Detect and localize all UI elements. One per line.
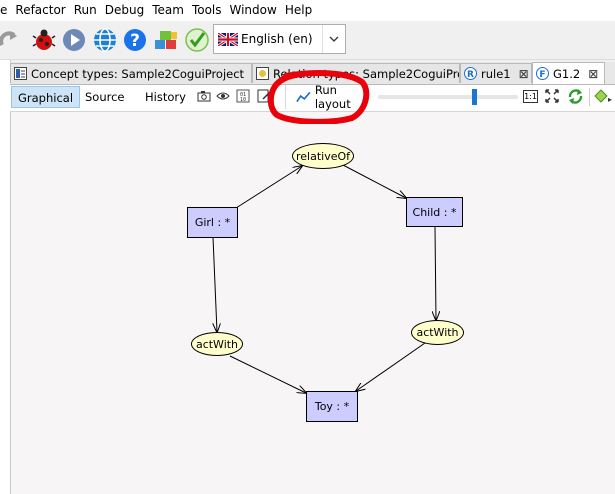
menu-bar: e Refactor Run Debug Team Tools Window H… <box>0 0 615 21</box>
run-play-icon[interactable] <box>61 27 87 53</box>
zoom-slider-track[interactable] <box>378 95 518 99</box>
view-eye-icon[interactable] <box>216 89 230 103</box>
close-icon[interactable]: ⊠ <box>518 66 529 81</box>
relation-types-icon <box>256 67 269 80</box>
redo-icon[interactable] <box>0 27 18 53</box>
run-layout-label: Run layout <box>314 83 351 111</box>
edge-relativeof-child <box>342 164 406 198</box>
blocks-icon[interactable] <box>153 27 179 53</box>
tab-history[interactable]: History <box>145 90 186 104</box>
svg-text:10: 10 <box>240 97 246 103</box>
menu-item-tools[interactable]: Tools <box>191 3 222 17</box>
concept-node-girl[interactable]: Girl : * <box>187 207 238 238</box>
relation-node-relative-of[interactable]: relativeOf <box>292 143 354 169</box>
help-icon[interactable]: ? <box>122 27 148 53</box>
rule-icon: R <box>464 67 477 80</box>
tab-label: Relation types: Sample2CoguiProject <box>273 66 459 81</box>
fit-to-screen-icon[interactable] <box>545 89 559 103</box>
tab-graphical[interactable]: Graphical <box>11 86 81 108</box>
globe-icon[interactable] <box>92 27 118 53</box>
editor-tab-bar: Concept types: Sample2CoguiProject ⊠ Rel… <box>10 62 615 85</box>
diamond-icon[interactable] <box>594 89 608 103</box>
edge-actwith-toy-right <box>356 342 426 391</box>
edge-child-actwith <box>435 226 436 320</box>
fact-icon: F <box>536 67 549 80</box>
zoom-1to1-button[interactable]: 1:1 <box>523 90 538 103</box>
tab-label: Concept types: Sample2CoguiProject <box>31 66 245 81</box>
menu-item-refactor[interactable]: Refactor <box>15 3 66 17</box>
layout-graph-icon <box>296 91 311 103</box>
toolbar-separator <box>589 88 590 106</box>
edge-girl-actwith <box>212 236 217 332</box>
left-panel <box>0 60 11 494</box>
svg-text:?: ? <box>130 31 140 51</box>
run-layout-button[interactable]: Run layout <box>285 83 372 111</box>
language-value: English (en) <box>241 32 313 46</box>
tab-label: G1.2 <box>553 66 581 81</box>
graph-canvas[interactable]: relativeOf Girl : * Child : * actWith ac… <box>11 112 615 494</box>
menu-item-debug[interactable]: Debug <box>104 3 145 17</box>
relation-node-act-with-left[interactable]: actWith <box>191 332 243 356</box>
concept-node-toy[interactable]: Toy : * <box>306 391 358 422</box>
concept-node-child[interactable]: Child : * <box>406 197 463 227</box>
tab-rule1[interactable]: R rule1 ⊠ <box>460 63 532 83</box>
tab-g1-2[interactable]: F G1.2 ⊠ <box>532 62 605 84</box>
edge-actwith-toy <box>229 355 306 393</box>
menu-item-file[interactable]: e <box>0 3 8 17</box>
toolbar-overflow-icon[interactable]: ▸ <box>608 95 613 104</box>
svg-text:01: 01 <box>240 92 246 98</box>
menu-item-run[interactable]: Run <box>73 3 97 17</box>
validate-check-icon[interactable] <box>184 27 210 53</box>
graph-edges <box>212 164 615 494</box>
tab-relation-types[interactable]: Relation types: Sample2CoguiProject ⊠ <box>252 63 460 83</box>
edge-girl-relativeof <box>235 166 302 209</box>
camera-icon[interactable] <box>197 89 211 103</box>
refresh-icon[interactable] <box>567 88 584 105</box>
relation-node-act-with-right[interactable]: actWith <box>411 320 464 345</box>
chevron-down-icon[interactable] <box>322 25 345 53</box>
close-icon[interactable]: ⊠ <box>588 66 599 81</box>
menu-item-help[interactable]: Help <box>284 3 313 17</box>
edit-icon[interactable] <box>257 89 271 103</box>
language-select[interactable]: English (en) <box>213 24 346 54</box>
svg-text:R: R <box>467 70 474 80</box>
uk-flag-icon <box>218 32 238 46</box>
tab-source[interactable]: Source <box>85 90 125 104</box>
concept-types-icon <box>14 67 27 80</box>
main-toolbar: ? English (en) <box>0 21 615 60</box>
menu-item-team[interactable]: Team <box>152 3 184 17</box>
zoom-slider-thumb[interactable] <box>472 89 477 105</box>
debug-bug-icon[interactable] <box>31 27 57 53</box>
tab-label: rule1 <box>481 66 511 81</box>
svg-text:F: F <box>539 70 545 80</box>
menu-item-window[interactable]: Window <box>229 3 277 17</box>
tab-concept-types[interactable]: Concept types: Sample2CoguiProject ⊠ <box>10 63 252 83</box>
